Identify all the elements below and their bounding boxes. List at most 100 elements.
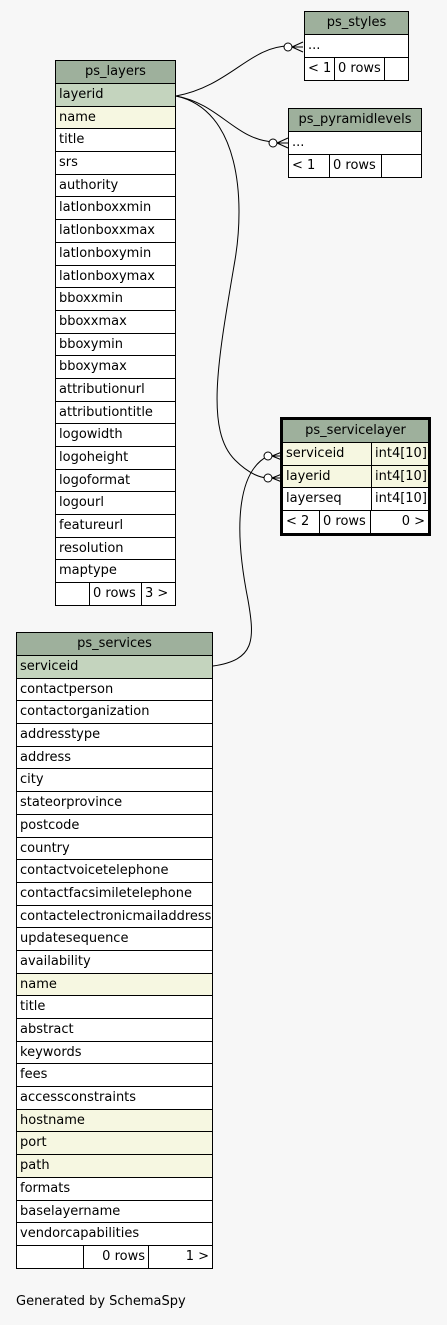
footer-children[interactable]: 3 >: [145, 586, 169, 602]
column-type: int4[10]: [371, 465, 428, 488]
table-header[interactable]: ps_servicelayer: [283, 420, 428, 443]
table-row[interactable]: address: [17, 747, 212, 770]
table-footer: 0 rows 3 >: [56, 583, 175, 606]
table-row[interactable]: fees: [17, 1064, 212, 1088]
column-type: int4[10]: [371, 488, 428, 511]
table-row[interactable]: availability: [17, 951, 212, 974]
crowfoot-optional-circle: [283, 42, 293, 52]
relation-services-servicelayer: [212, 455, 269, 667]
table-row[interactable]: baselayername: [17, 1201, 212, 1224]
table-row[interactable]: attributiontitle: [56, 402, 175, 425]
footer-rows: 0 rows: [335, 57, 385, 80]
table-row[interactable]: featureurl: [56, 515, 175, 538]
footer-children[interactable]: [382, 155, 421, 177]
table-row[interactable]: serviceid int4[10]: [283, 443, 428, 466]
crowfoot-optional-circle: [263, 451, 273, 461]
table-row[interactable]: logoformat: [56, 470, 175, 493]
table-row[interactable]: abstract: [17, 1019, 212, 1042]
relation-layers-pyramidlevels: [175, 95, 275, 143]
crowfoot-many: [276, 137, 289, 149]
relation-layers-servicelayer: [175, 95, 269, 479]
table-row[interactable]: bboxxmin: [56, 288, 175, 311]
table-row[interactable]: ...: [289, 132, 421, 155]
table-row[interactable]: latlonboxymax: [56, 266, 175, 289]
column-list: layerid name title srs authority latlonb…: [56, 84, 175, 584]
footer-parents[interactable]: [56, 583, 90, 606]
table-row[interactable]: layerid int4[10]: [283, 465, 428, 489]
footer-parents[interactable]: [17, 1245, 84, 1268]
table-row[interactable]: latlonboxxmax: [56, 220, 175, 243]
footer-rows: 0 rows: [84, 1245, 149, 1268]
table-row[interactable]: ...: [305, 35, 408, 58]
table-header[interactable]: ps_styles: [305, 12, 408, 35]
table-ps-pyramidlevels[interactable]: ps_pyramidlevels ... < 1 0 rows: [288, 108, 422, 178]
table-row[interactable]: attributionurl: [56, 379, 175, 402]
table-row[interactable]: logoheight: [56, 447, 175, 470]
footer-parents[interactable]: < 1: [305, 57, 335, 80]
table-row[interactable]: name: [56, 106, 175, 130]
table-row[interactable]: layerid: [56, 84, 175, 107]
table-row[interactable]: title: [56, 129, 175, 153]
table-row[interactable]: resolution: [56, 538, 175, 561]
footer-rows: 0 rows: [330, 154, 382, 177]
column-name: serviceid: [286, 446, 345, 461]
table-row[interactable]: latlonboxxmin: [56, 197, 175, 221]
table-row[interactable]: logowidth: [56, 424, 175, 447]
table-row[interactable]: contactvoicetelephone: [17, 860, 212, 883]
table-row[interactable]: hostname: [17, 1109, 212, 1133]
table-row[interactable]: title: [17, 996, 212, 1019]
table-row[interactable]: vendorcapabilities: [17, 1223, 212, 1246]
footer-rows: 0 rows: [320, 511, 371, 534]
generated-by-label: Generated by SchemaSpy: [16, 1294, 186, 1309]
table-row[interactable]: keywords: [17, 1042, 212, 1065]
table-ps-styles[interactable]: ps_styles ... < 1 0 rows: [304, 11, 409, 81]
table-ps-servicelayer[interactable]: ps_servicelayer serviceid int4[10] layer…: [280, 417, 431, 537]
column-name: layerid: [286, 468, 331, 484]
table-row[interactable]: srs: [56, 152, 175, 175]
table-row[interactable]: contactperson: [17, 679, 212, 702]
table-row[interactable]: serviceid: [17, 656, 212, 679]
footer-parents[interactable]: < 2: [283, 511, 320, 534]
footer-rows: 0 rows: [90, 583, 142, 606]
table-row[interactable]: bboxymax: [56, 356, 175, 379]
table-header[interactable]: ps_services: [17, 633, 212, 656]
table-row[interactable]: authority: [56, 175, 175, 198]
column-list: serviceid contactperson contactorganizat…: [17, 656, 212, 1246]
table-row[interactable]: latlonboxymin: [56, 243, 175, 266]
table-row[interactable]: maptype: [56, 560, 175, 584]
table-row[interactable]: city: [17, 769, 212, 793]
footer-parents[interactable]: < 1: [289, 154, 330, 177]
crowfoot-optional-circle: [263, 473, 273, 483]
column-name: layerseq: [286, 491, 342, 507]
table-row[interactable]: bboxymin: [56, 334, 175, 357]
table-header[interactable]: ps_layers: [56, 61, 175, 84]
table-row[interactable]: updatesequence: [17, 928, 212, 951]
table-ps-layers[interactable]: ps_layers layerid name title srs authori…: [55, 60, 176, 607]
footer-children[interactable]: 1 >: [185, 1248, 209, 1264]
table-row[interactable]: country: [17, 838, 212, 861]
table-header[interactable]: ps_pyramidlevels: [289, 109, 421, 132]
table-row[interactable]: path: [17, 1155, 212, 1178]
table-footer: 0 rows 1 >: [17, 1245, 212, 1268]
table-row[interactable]: contactorganization: [17, 701, 212, 725]
table-row[interactable]: logourl: [56, 492, 175, 516]
table-footer: < 2 0 rows 0 >: [283, 511, 428, 534]
table-row[interactable]: layerseq int4[10]: [283, 488, 428, 512]
table-row[interactable]: port: [17, 1132, 212, 1156]
table-footer: < 1 0 rows: [305, 57, 408, 80]
table-row[interactable]: stateorprovince: [17, 792, 212, 815]
table-row[interactable]: name: [17, 973, 212, 997]
table-row[interactable]: bboxxmax: [56, 311, 175, 334]
table-row[interactable]: addresstype: [17, 724, 212, 747]
table-row[interactable]: postcode: [17, 815, 212, 838]
footer-children[interactable]: 0 >: [401, 514, 425, 530]
footer-children[interactable]: [385, 58, 408, 80]
table-footer: < 1 0 rows: [289, 154, 421, 177]
relation-layers-styles: [175, 45, 290, 97]
table-row[interactable]: contactfacsimiletelephone: [17, 883, 212, 906]
table-row[interactable]: formats: [17, 1178, 212, 1201]
table-ps-services[interactable]: ps_services serviceid contactperson cont…: [16, 632, 213, 1269]
table-row[interactable]: accessconstraints: [17, 1087, 212, 1110]
table-row[interactable]: contactelectronicmailaddress: [17, 906, 212, 929]
column-type: int4[10]: [371, 443, 428, 465]
